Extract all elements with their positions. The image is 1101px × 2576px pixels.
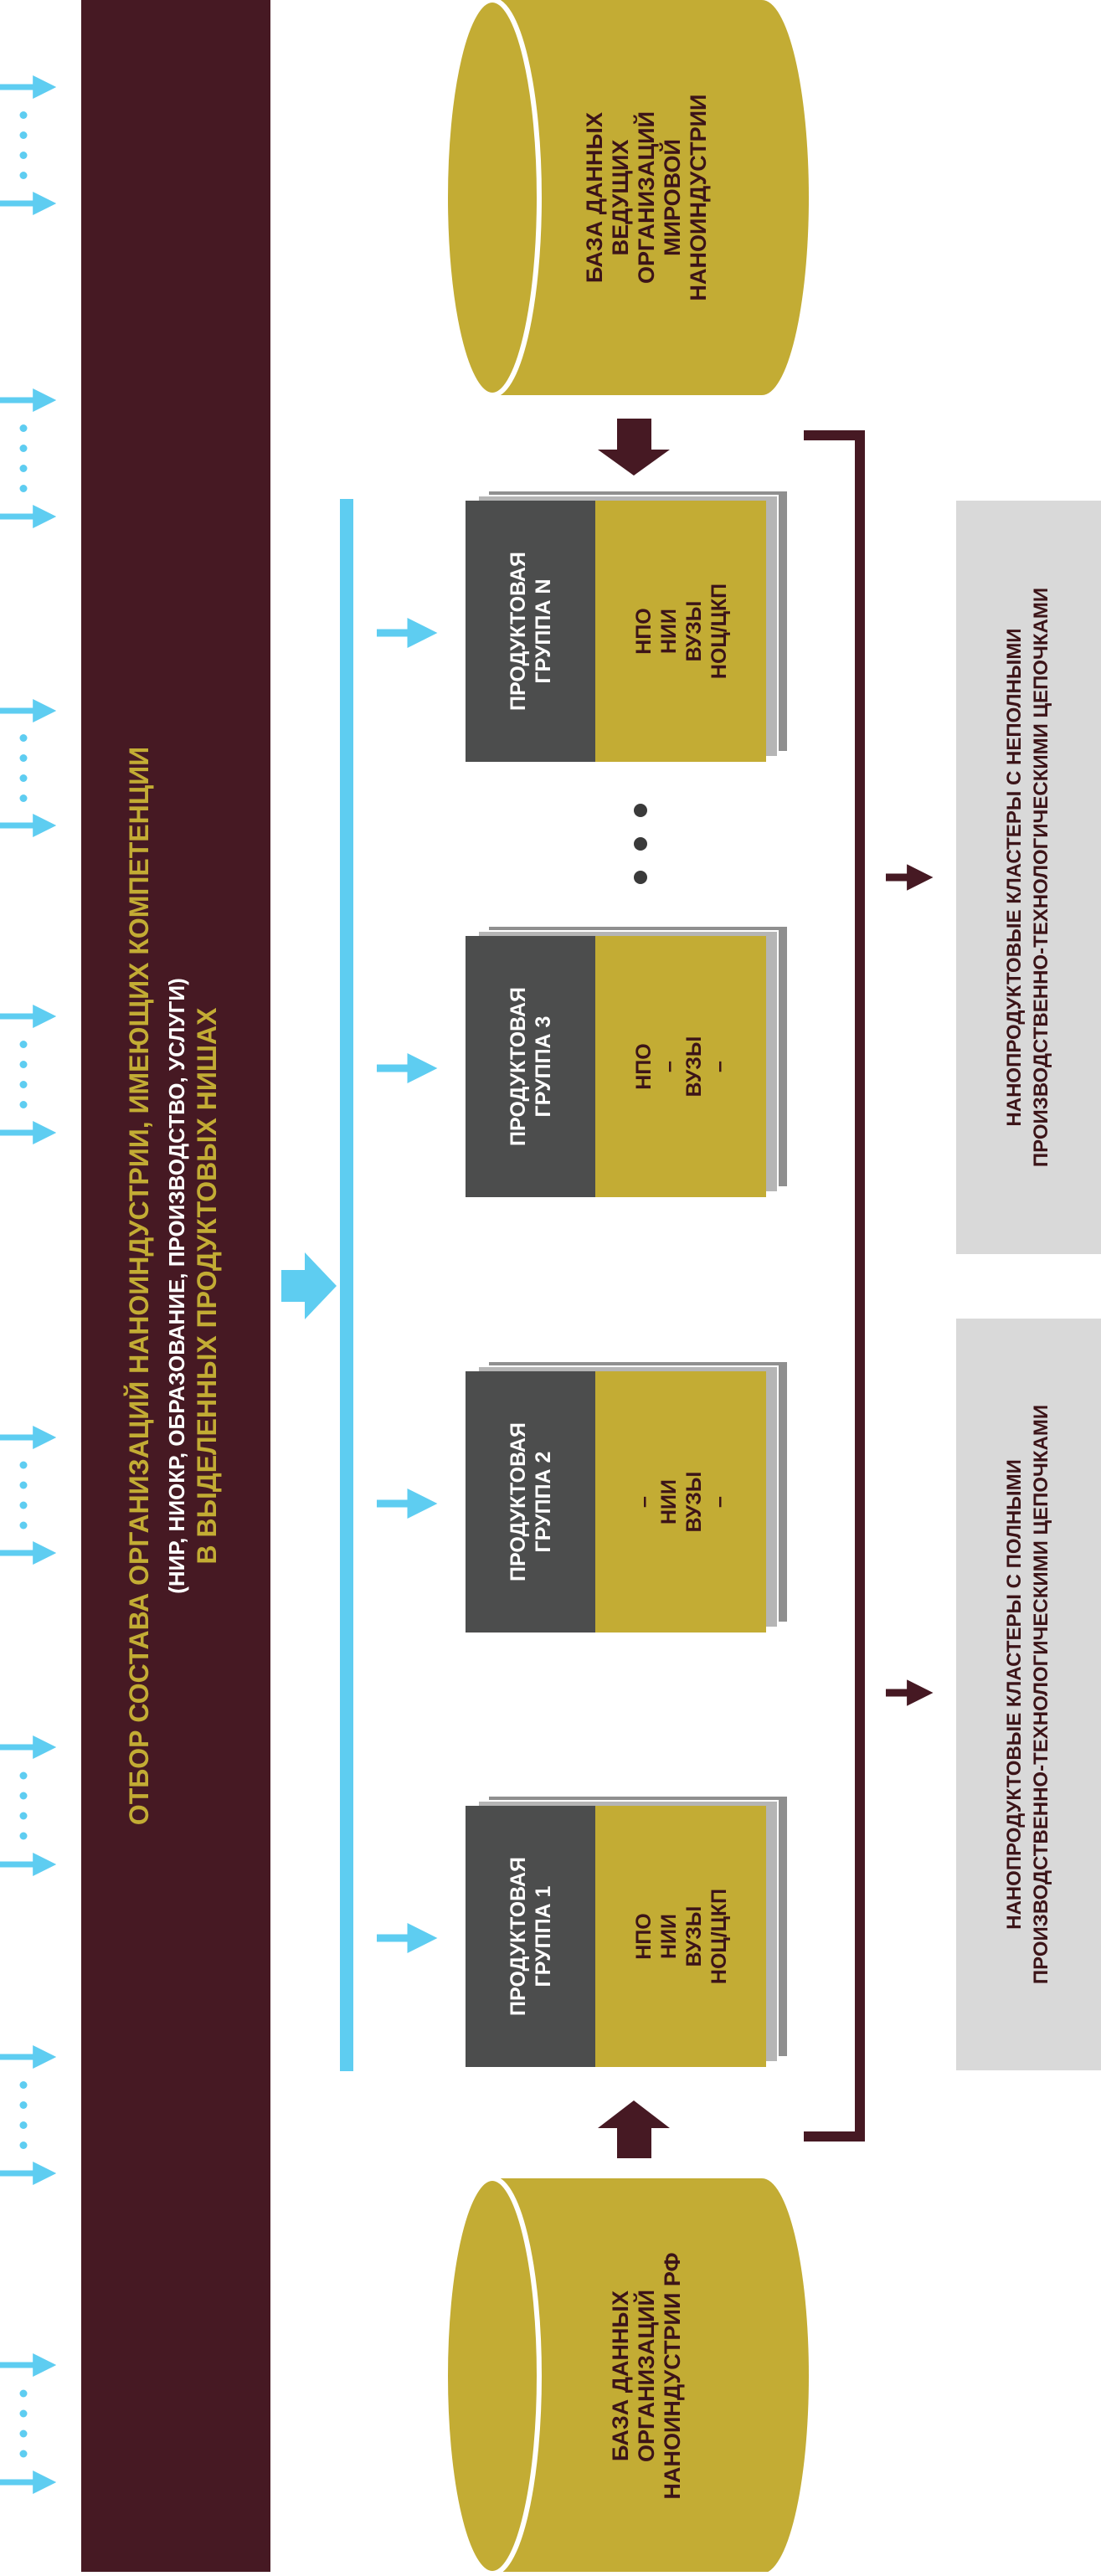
dot [19, 2409, 28, 2418]
dot [19, 2389, 28, 2398]
group-title-box [466, 1806, 595, 2067]
blue-bus [340, 499, 353, 2071]
dot [19, 1832, 28, 1840]
dot [19, 1101, 28, 1108]
dot [19, 2142, 28, 2149]
group-title-box [466, 1371, 595, 1632]
cluster-incomplete-label: НАНОПРОДУКТОВЫЕ КЛАСТЕРЫ С НЕПОЛНЫМИ ПРО… [1003, 588, 1052, 1167]
svg-text:НАНОПРОДУКТОВЫЕ КЛАСТЕРЫ С НЕП: НАНОПРОДУКТОВЫЕ КЛАСТЕРЫ С НЕПОЛНЫМИ [1003, 628, 1026, 1126]
dot [19, 2101, 28, 2109]
header-subtitle: (НИР, НИОКР, ОБРАЗОВАНИЕ, ПРОИЗВОДСТВО, … [164, 978, 189, 1594]
arrow-from-rf-db [598, 2100, 670, 2158]
group-items-box [595, 936, 766, 1197]
group-title-box [466, 501, 595, 762]
dot [19, 131, 28, 139]
svg-text:ПРОИЗВОДСТВЕННО-ТЕХНОЛОГИЧЕСКИ: ПРОИЗВОДСТВЕННО-ТЕХНОЛОГИЧЕСКИМИ ЦЕПОЧКА… [1030, 588, 1052, 1167]
dot [19, 172, 28, 179]
dot [19, 754, 28, 762]
dot [19, 1061, 28, 1068]
dot [19, 1041, 28, 1048]
database-world-body [492, 0, 809, 395]
product-group: ПРОДУКТОВАЯГРУППА 2 –НИИВУЗЫ– [377, 1360, 789, 1632]
main-blue-arrow [281, 1252, 337, 1319]
group-items-box [595, 501, 766, 762]
dot [19, 1461, 28, 1469]
group-title: ПРОДУКТОВАЯГРУППА 1 [507, 1857, 555, 2016]
dot [19, 794, 28, 802]
dot [19, 734, 28, 742]
group-title: ПРОДУКТОВАЯГРУППА N [507, 552, 555, 711]
bracket [804, 430, 865, 2142]
ellipsis [634, 804, 647, 884]
dot [19, 1501, 28, 1509]
group-items-box [595, 1806, 766, 2067]
dot [19, 424, 28, 432]
group-title: ПРОДУКТОВАЯГРУППА 2 [507, 1422, 555, 1581]
product-group: ПРОДУКТОВАЯГРУППА 1 НПОНИИВУЗЫНОЦ/ЦКП [377, 1795, 789, 2067]
dot [19, 2081, 28, 2089]
dot [19, 1081, 28, 1088]
cluster-panel-complete [956, 1319, 1101, 2070]
group-items: НПОНИИВУЗЫНОЦ/ЦКП [632, 1889, 731, 1984]
input-arrows [0, 75, 57, 2494]
product-group: ПРОДУКТОВАЯГРУППА 3 НПО–ВУЗЫ– [377, 925, 789, 1197]
database-rf-body [492, 2178, 809, 2573]
dot [19, 2429, 28, 2438]
dot [19, 485, 28, 492]
dot [19, 1521, 28, 1530]
dot [19, 1481, 28, 1489]
group-title: ПРОДУКТОВАЯГРУППА 3 [507, 987, 555, 1146]
database-world-label: БАЗА ДАННЫХВЕДУЩИХОРГАНИЗАЦИЙМИРОВОЙНАНО… [582, 95, 711, 301]
group-items: НПОНИИВУЗЫНОЦ/ЦКП [632, 584, 731, 679]
cluster-complete-label: НАНОПРОДУКТОВЫЕ КЛАСТЕРЫ С ПОЛНЫМИ ПРОИЗ… [1003, 1405, 1052, 1984]
arrow-from-world-db [598, 419, 670, 476]
dot [19, 774, 28, 782]
database-world-top [443, 0, 542, 398]
dot [19, 1812, 28, 1820]
dot [19, 465, 28, 472]
dot [19, 2450, 28, 2458]
dot [19, 445, 28, 452]
svg-text:ПРОИЗВОДСТВЕННО-ТЕХНОЛОГИЧЕСКИ: ПРОИЗВОДСТВЕННО-ТЕХНОЛОГИЧЕСКИМИ ЦЕПОЧКА… [1030, 1405, 1052, 1984]
database-world: БАЗА ДАННЫХВЕДУЩИХОРГАНИЗАЦИЙМИРОВОЙНАНО… [443, 0, 809, 398]
dot [19, 1771, 28, 1780]
group-title-box [466, 936, 595, 1197]
header-band [81, 0, 270, 2572]
dot [19, 152, 28, 159]
product-group: ПРОДУКТОВАЯГРУППА N НПОНИИВУЗЫНОЦ/ЦКП [377, 490, 789, 762]
dot [19, 111, 28, 119]
header-text: ОТБОР СОСТАВА ОРГАНИЗАЦИЙ НАНОИНДУСТРИИ,… [124, 747, 222, 1825]
dot [19, 2121, 28, 2129]
cluster-panel-incomplete [956, 501, 1101, 1254]
header-title: ОТБОР СОСТАВА ОРГАНИЗАЦИЙ НАНОИНДУСТРИИ,… [124, 747, 154, 1825]
group-items: –НИИВУЗЫ– [632, 1472, 731, 1533]
header-subtitle2: В ВЫДЕЛЕННЫХ ПРОДУКТОВЫХ НИШАХ [192, 1007, 222, 1565]
database-rf-label: БАЗА ДАННЫХОРГАНИЗАЦИЙНАНОИНДУСТРИИ РФ [608, 2252, 685, 2499]
database-rf-top [443, 2176, 542, 2576]
group-items: НПО–ВУЗЫ– [632, 1036, 731, 1098]
database-rf: БАЗА ДАННЫХОРГАНИЗАЦИЙНАНОИНДУСТРИИ РФ [443, 2176, 809, 2576]
dot [19, 1792, 28, 1800]
group-items-box [595, 1371, 766, 1632]
svg-text:НАНОПРОДУКТОВЫЕ КЛАСТЕРЫ С ПОЛ: НАНОПРОДУКТОВЫЕ КЛАСТЕРЫ С ПОЛНЫМИ [1003, 1459, 1026, 1930]
